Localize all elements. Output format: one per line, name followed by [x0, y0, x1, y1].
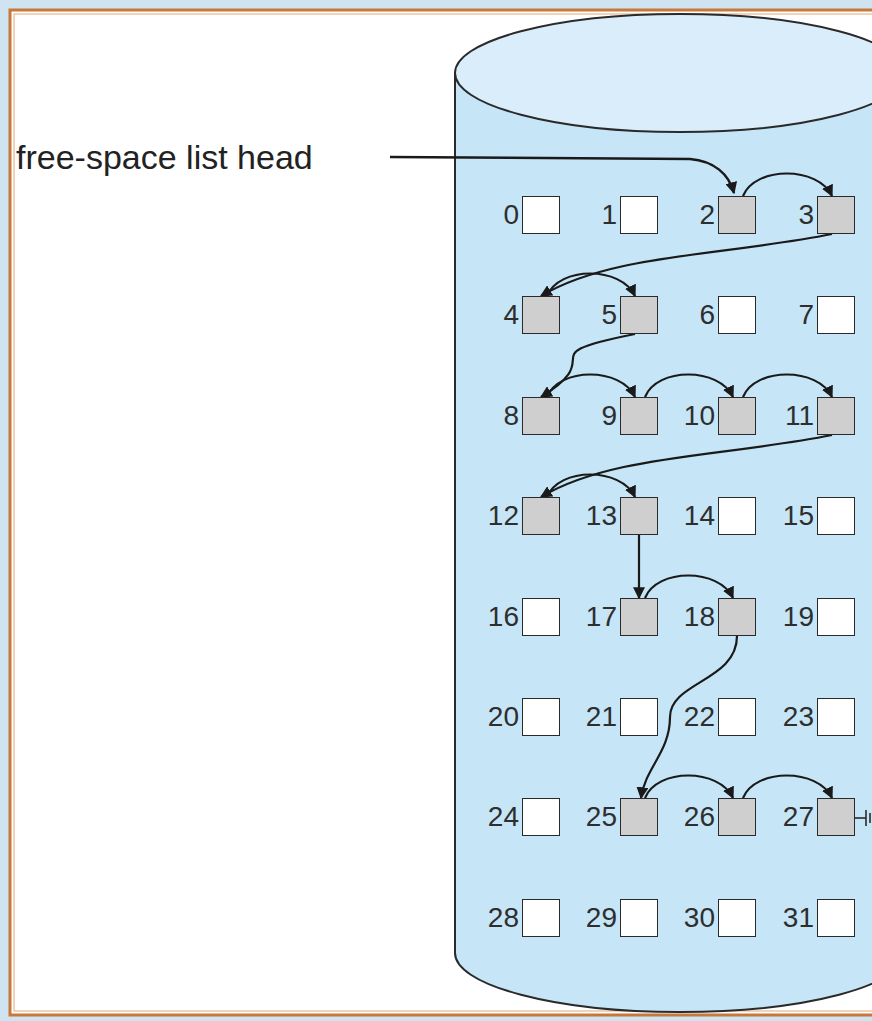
block-number: 29 [586, 903, 617, 933]
disk-block: 26 [718, 798, 756, 836]
block-number: 22 [684, 702, 715, 732]
free-list-link [547, 274, 635, 297]
disk-block: 11 [817, 397, 855, 435]
disk-block: 1 [620, 196, 658, 234]
disk-cylinder [455, 73, 872, 1012]
free-list-link [547, 375, 635, 398]
disk-block: 29 [620, 899, 658, 937]
block-number: 19 [783, 602, 814, 632]
block-number: 20 [488, 702, 519, 732]
block-number: 17 [586, 602, 617, 632]
disk-block: 7 [817, 296, 855, 334]
disk-block: 8 [522, 397, 560, 435]
disk-block: 19 [817, 598, 855, 636]
block-number: 30 [684, 903, 715, 933]
block-number: 16 [488, 602, 519, 632]
disk-block: 20 [522, 698, 560, 736]
free-list-link [743, 776, 832, 799]
disk-block: 25 [620, 798, 658, 836]
block-number: 27 [783, 802, 814, 832]
block-number: 21 [586, 702, 617, 732]
block-number: 25 [586, 802, 617, 832]
block-number: 28 [488, 903, 519, 933]
disk-block: 30 [718, 899, 756, 937]
frame-inner [14, 14, 872, 1011]
frame [10, 10, 872, 1015]
block-number: 18 [684, 602, 715, 632]
free-list-link [541, 234, 832, 296]
free-list-link [645, 776, 733, 799]
block-number: 15 [783, 501, 814, 531]
free-list-link [645, 576, 733, 599]
free-list-link [638, 535, 640, 598]
block-number: 26 [684, 802, 715, 832]
disk-block: 15 [817, 497, 855, 535]
block-number: 9 [601, 401, 617, 431]
disk-block: 21 [620, 698, 658, 736]
block-number: 11 [785, 401, 814, 431]
block-number: 7 [798, 300, 814, 330]
block-number: 4 [503, 300, 519, 330]
head-pointer [390, 157, 734, 193]
disk-block: 13 [620, 497, 658, 535]
disk-block: 16 [522, 598, 560, 636]
block-number: 31 [783, 903, 814, 933]
disk-block: 4 [522, 296, 560, 334]
block-number: 14 [684, 501, 715, 531]
disk-block: 6 [718, 296, 756, 334]
disk-block: 2 [718, 196, 756, 234]
block-number: 6 [699, 300, 715, 330]
disk-block: 23 [817, 698, 855, 736]
free-list-link [645, 375, 733, 398]
disk-block: 27 [817, 798, 855, 836]
list-head-label: free-space list head [16, 137, 313, 177]
disk-block: 24 [522, 798, 560, 836]
block-number: 13 [586, 501, 617, 531]
disk-block: 31 [817, 899, 855, 937]
block-number: 3 [798, 200, 814, 230]
disk-block: 10 [718, 397, 756, 435]
disk-top [455, 14, 872, 132]
block-number: 10 [684, 401, 715, 431]
disk-block: 18 [718, 598, 756, 636]
disk-block: 12 [522, 497, 560, 535]
block-number: 5 [601, 300, 617, 330]
free-list-link [743, 174, 832, 197]
disk-block: 5 [620, 296, 658, 334]
block-number: 12 [488, 501, 519, 531]
block-number: 2 [699, 200, 715, 230]
disk-block: 0 [522, 196, 560, 234]
block-number: 1 [601, 200, 617, 230]
free-list-link [547, 475, 635, 498]
disk-block: 22 [718, 698, 756, 736]
block-number: 23 [783, 702, 814, 732]
free-list-link [541, 435, 832, 497]
block-number: 24 [488, 802, 519, 832]
block-number: 8 [503, 401, 519, 431]
disk-block: 3 [817, 196, 855, 234]
disk-block: 9 [620, 397, 658, 435]
disk-block: 17 [620, 598, 658, 636]
free-list-link [743, 375, 832, 398]
block-number: 0 [503, 200, 519, 230]
disk-block: 14 [718, 497, 756, 535]
disk-block: 28 [522, 899, 560, 937]
free-list-link [541, 334, 635, 397]
